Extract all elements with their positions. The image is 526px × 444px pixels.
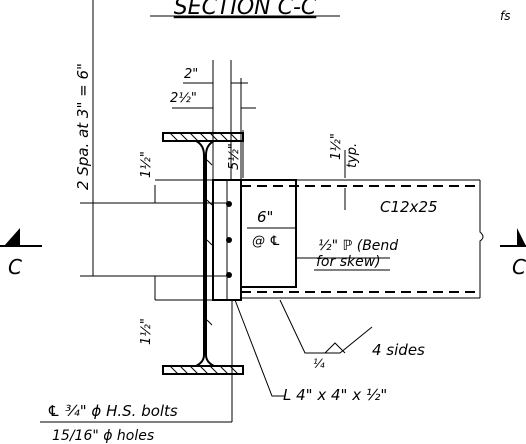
weld-leader [279, 299, 373, 354]
section-title: SECTION C-C [174, 0, 317, 20]
holes-label: 15/16" ϕ holes [52, 428, 154, 444]
center-at: @ ℄ [252, 234, 281, 249]
channel-label: C12x25 [380, 198, 438, 216]
bolt-spacing-dim: 2 Spa. at 3" = 6" [74, 63, 92, 190]
section-mark-left: C [8, 255, 22, 279]
weld-triangle [324, 342, 346, 354]
dim-6in: 6" [257, 208, 273, 226]
web [195, 140, 215, 367]
dim-typ-label: typ. [345, 143, 360, 168]
bolt-top [226, 201, 232, 207]
dim-5half: 5½" [227, 143, 242, 170]
bottom-flange [162, 365, 244, 375]
plate-label-1: ½" ℙ (Bend [318, 238, 398, 254]
dim-typ: 1½" [329, 133, 344, 160]
edge-bottom-dim: 1½" [139, 318, 154, 345]
section-mark-right: C [512, 255, 526, 279]
bolt-mid [226, 237, 232, 243]
dim-2in: 2" [184, 67, 198, 82]
dim-2half: 2½" [170, 91, 197, 106]
bolt-bot [226, 272, 232, 278]
section-arrow-left [4, 228, 20, 246]
corner-text: fs [500, 9, 510, 23]
bolts-label: ℄ ¾" ϕ H.S. bolts [47, 402, 178, 420]
angle-label: L 4" x 4" x ½" [283, 386, 387, 404]
weld-note: 4 sides [372, 341, 425, 359]
break-line [479, 180, 484, 298]
weld-size: ¼ [313, 357, 325, 371]
plate-label-2: for skew) [316, 254, 381, 270]
edge-top-dim: 1½" [139, 151, 154, 178]
angle-leader [234, 299, 285, 397]
section-arrow-right [517, 228, 526, 246]
